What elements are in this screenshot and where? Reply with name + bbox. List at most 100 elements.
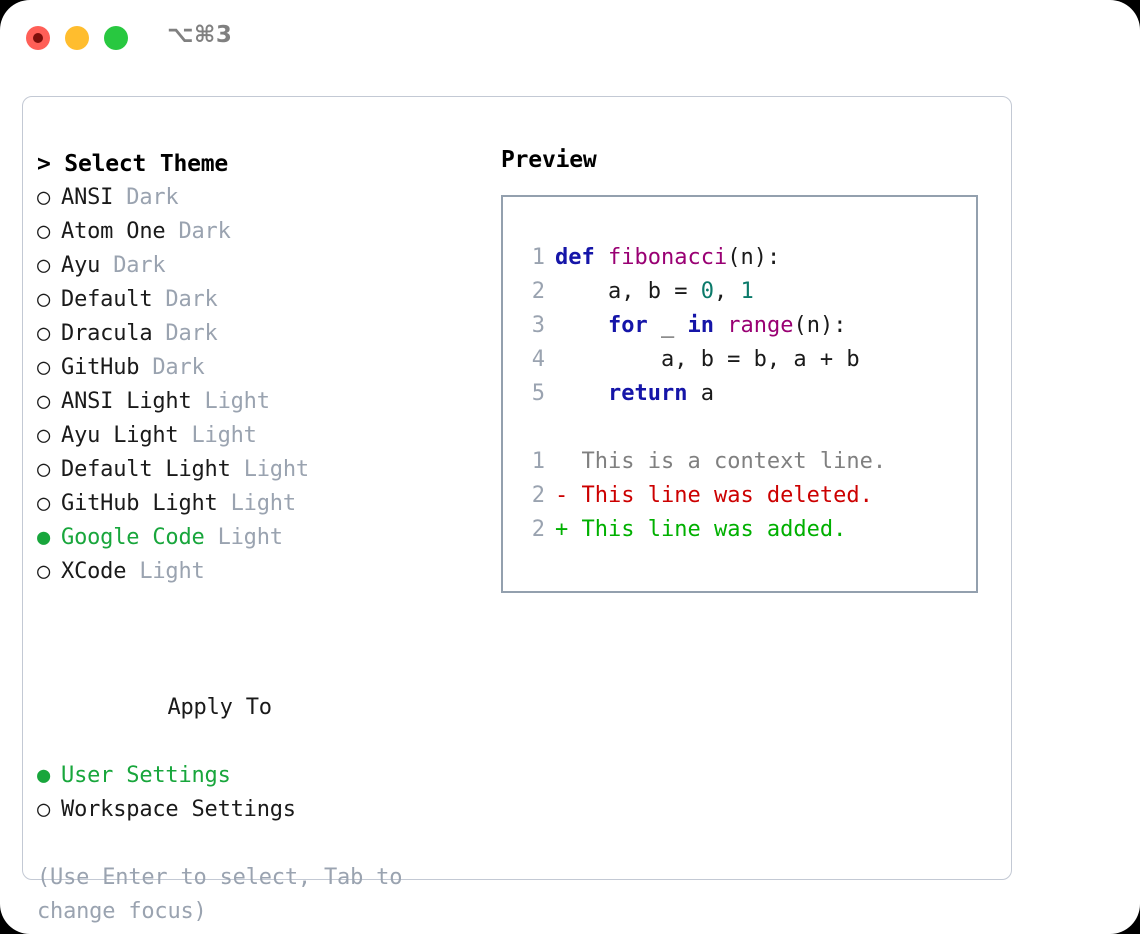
theme-option-default[interactable]: ○ Default Dark bbox=[37, 283, 497, 317]
radio-selected-icon: ● bbox=[37, 525, 51, 550]
theme-option-label: Dracula bbox=[48, 321, 166, 346]
page-title: > Select Theme bbox=[37, 151, 229, 177]
radio-selected-icon: ● bbox=[37, 763, 51, 788]
close-button[interactable] bbox=[26, 26, 50, 50]
code-line: 5 return a bbox=[521, 377, 886, 411]
code-token-kw: return bbox=[607, 381, 688, 406]
theme-option-label: Ayu bbox=[48, 253, 114, 278]
theme-option-label: GitHub Light bbox=[48, 491, 231, 516]
apply-to-option-workspace-settings[interactable]: ○ Workspace Settings bbox=[37, 793, 497, 827]
theme-option-variant: Light bbox=[230, 491, 296, 516]
radio-unselected-icon: ○ bbox=[37, 253, 51, 278]
theme-option-label: ANSI Light bbox=[48, 389, 205, 414]
theme-option-label: Default bbox=[48, 287, 166, 312]
code-token-plain bbox=[555, 313, 608, 338]
theme-option-xcode[interactable]: ○ XCode Light bbox=[37, 555, 497, 589]
theme-option-variant: Dark bbox=[178, 219, 231, 244]
theme-option-label: Default Light bbox=[48, 457, 244, 482]
line-number: 1 bbox=[531, 449, 545, 474]
radio-unselected-icon: ○ bbox=[37, 797, 51, 822]
theme-option-dracula[interactable]: ○ Dracula Dark bbox=[37, 317, 497, 351]
theme-option-label: Atom One bbox=[48, 219, 179, 244]
line-number: 3 bbox=[531, 313, 545, 338]
radio-unselected-icon: ○ bbox=[37, 423, 51, 448]
title-bar: ⌥⌘3 bbox=[0, 0, 1140, 76]
apply-to-option-label: Workspace Settings bbox=[48, 797, 296, 822]
radio-unselected-icon: ○ bbox=[37, 219, 51, 244]
radio-unselected-icon: ○ bbox=[37, 185, 51, 210]
code-token-num: 1 bbox=[740, 279, 754, 304]
theme-option-variant: Light bbox=[217, 525, 283, 550]
radio-unselected-icon: ○ bbox=[37, 321, 51, 346]
maximize-button[interactable] bbox=[104, 26, 128, 50]
theme-option-ansi-light[interactable]: ○ ANSI Light Light bbox=[37, 385, 497, 419]
theme-option-label: GitHub bbox=[48, 355, 153, 380]
theme-option-list: ○ ANSI Dark○ Atom One Dark○ Ayu Dark○ De… bbox=[37, 181, 497, 589]
diff-marker: + bbox=[555, 517, 582, 542]
theme-option-default-light[interactable]: ○ Default Light Light bbox=[37, 453, 497, 487]
code-token-plain: , bbox=[713, 279, 741, 304]
theme-option-github[interactable]: ○ GitHub Dark bbox=[37, 351, 497, 385]
diff-line-add: 2 + This line was added. bbox=[521, 513, 886, 547]
code-token-plain bbox=[555, 381, 608, 406]
theme-option-variant: Light bbox=[204, 389, 270, 414]
radio-unselected-icon: ○ bbox=[37, 559, 51, 584]
theme-option-github-light[interactable]: ○ GitHub Light Light bbox=[37, 487, 497, 521]
window-controls bbox=[26, 26, 128, 50]
theme-option-ayu-light[interactable]: ○ Ayu Light Light bbox=[37, 419, 497, 453]
theme-option-label: Ayu Light bbox=[48, 423, 192, 448]
diff-line-ctx: 1 This is a context line. bbox=[521, 445, 886, 479]
content-panel: > Select Theme ○ ANSI Dark○ Atom One Dar… bbox=[22, 96, 1012, 924]
radio-unselected-icon: ○ bbox=[37, 491, 51, 516]
code-token-kw: in bbox=[687, 313, 714, 338]
code-token-plain: (n): bbox=[727, 245, 781, 270]
theme-option-variant: Dark bbox=[165, 287, 218, 312]
code-token-fn: range bbox=[727, 313, 794, 338]
code-line: 4 a, b = b, a + b bbox=[521, 343, 886, 377]
theme-option-atom-one[interactable]: ○ Atom One Dark bbox=[37, 215, 497, 249]
code-token-num: 0 bbox=[700, 279, 714, 304]
theme-option-ayu[interactable]: ○ Ayu Dark bbox=[37, 249, 497, 283]
line-number: 2 bbox=[531, 279, 545, 304]
code-token-plain: a bbox=[687, 381, 714, 406]
diff-text: This is a context line. bbox=[581, 449, 887, 474]
diff-text: This line was deleted. bbox=[581, 483, 873, 508]
theme-option-label: XCode bbox=[48, 559, 140, 584]
diff-marker bbox=[555, 449, 582, 474]
diff-line-del: 2- This line was deleted. bbox=[521, 479, 886, 513]
minimize-button[interactable] bbox=[65, 26, 89, 50]
code-token-fn: fibonacci bbox=[607, 245, 728, 270]
radio-unselected-icon: ○ bbox=[37, 287, 51, 312]
theme-option-label: Google Code bbox=[48, 525, 218, 550]
theme-picker-column: > Select Theme ○ ANSI Dark○ Atom One Dar… bbox=[37, 147, 497, 929]
theme-option-variant: Dark bbox=[152, 355, 205, 380]
apply-to-option-list: ● User Settings○ Workspace Settings bbox=[37, 759, 497, 827]
line-number: 4 bbox=[531, 347, 545, 372]
theme-option-google-code[interactable]: ● Google Code Light bbox=[37, 521, 497, 555]
code-blank-line bbox=[521, 411, 886, 445]
code-token-plain: (n): bbox=[793, 313, 847, 338]
line-number: 2 bbox=[531, 517, 545, 542]
theme-option-variant: Dark bbox=[126, 185, 179, 210]
radio-unselected-icon: ○ bbox=[37, 389, 51, 414]
theme-option-variant: Light bbox=[243, 457, 309, 482]
code-line: 2 a, b = 0, 1 bbox=[521, 275, 886, 309]
theme-option-label: ANSI bbox=[48, 185, 127, 210]
apply-to-heading: Apply To bbox=[37, 623, 497, 759]
diff-marker: - bbox=[555, 483, 582, 508]
diff-text: This line was added. bbox=[581, 517, 847, 542]
theme-option-ansi[interactable]: ○ ANSI Dark bbox=[37, 181, 497, 215]
theme-option-variant: Dark bbox=[113, 253, 166, 278]
code-token-plain: _ bbox=[647, 313, 688, 338]
apply-to-heading-label: Apply To bbox=[167, 695, 272, 720]
code-token-plain: a, b = b, a + b bbox=[555, 347, 860, 372]
code-token-kw: for bbox=[607, 313, 648, 338]
preview-heading: Preview bbox=[501, 147, 597, 173]
code-token-plain bbox=[714, 313, 727, 338]
keyboard-hint: (Use Enter to select, Tab to change focu… bbox=[37, 865, 416, 924]
apply-to-option-user-settings[interactable]: ● User Settings bbox=[37, 759, 497, 793]
